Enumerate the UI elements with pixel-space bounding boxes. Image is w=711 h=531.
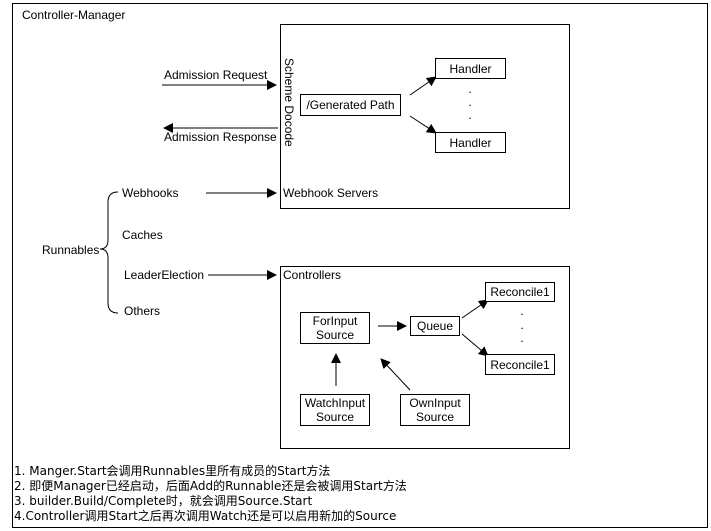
reconcile-ellipsis-dot: . — [520, 331, 524, 345]
note-line-3: 3. builder.Build/Complete时，就会调用Source.St… — [14, 494, 313, 508]
runnable-item-leader-election: LeaderElection — [124, 268, 205, 282]
handler-ellipsis-dot: . — [468, 108, 472, 122]
runnables-label: Runnables — [42, 243, 100, 257]
reconcile-ellipsis-dot: . — [520, 304, 524, 318]
for-input-source-box: ForInput Source — [300, 312, 370, 344]
controllers-frame — [280, 266, 570, 449]
note-line-4: 4.Controller调用Start之后再次调用Watch还是可以启用新加的S… — [14, 509, 397, 523]
own-input-source-box: OwnInput Source — [400, 394, 470, 426]
note-line-1: 1. Manger.Start会调用Runnables里所有成员的Start方法 — [14, 464, 331, 478]
handler-ellipsis-dot: . — [468, 95, 472, 109]
admission-response-label: Admission Response — [164, 130, 277, 144]
runnable-item-webhooks: Webhooks — [122, 186, 179, 200]
queue-to-reconcile-bottom-arrow — [461, 333, 489, 357]
reconcile-bottom-box: Reconcile1 — [485, 354, 555, 375]
controllers-label: Controllers — [283, 268, 342, 282]
owninput-to-forinput-arrow — [380, 358, 411, 391]
scheme-decode-label: Scheme Docode — [282, 58, 296, 147]
generated-path-box: /Generated Path — [300, 94, 401, 116]
handler-bottom-box: Handler — [435, 132, 506, 153]
path-to-handler-bottom-arrow — [409, 115, 437, 134]
webhook-servers-label: Webhook Servers — [283, 186, 379, 200]
runnable-item-others: Others — [124, 304, 161, 318]
handler-top-box: Handler — [435, 58, 506, 79]
queue-to-reconcile-top-arrow — [461, 299, 489, 319]
reconcile-ellipsis-dot: . — [520, 318, 524, 332]
webhook-server-frame — [280, 24, 570, 209]
queue-box: Queue — [410, 316, 460, 336]
path-to-handler-top-arrow — [409, 76, 437, 96]
watch-input-source-box: WatchInput Source — [300, 394, 370, 426]
reconcile-top-box: Reconcile1 — [485, 282, 555, 302]
handler-ellipsis-dot: . — [468, 82, 472, 96]
runnables-brace — [99, 191, 119, 314]
note-line-2: 2. 即便Manager已经启动，后面Add的Runnable还是会被调用Sta… — [14, 479, 407, 493]
controller-manager-frame — [12, 3, 708, 528]
runnable-item-caches: Caches — [122, 228, 163, 242]
diagram-title: Controller-Manager — [22, 8, 126, 22]
admission-request-label: Admission Request — [164, 68, 268, 82]
